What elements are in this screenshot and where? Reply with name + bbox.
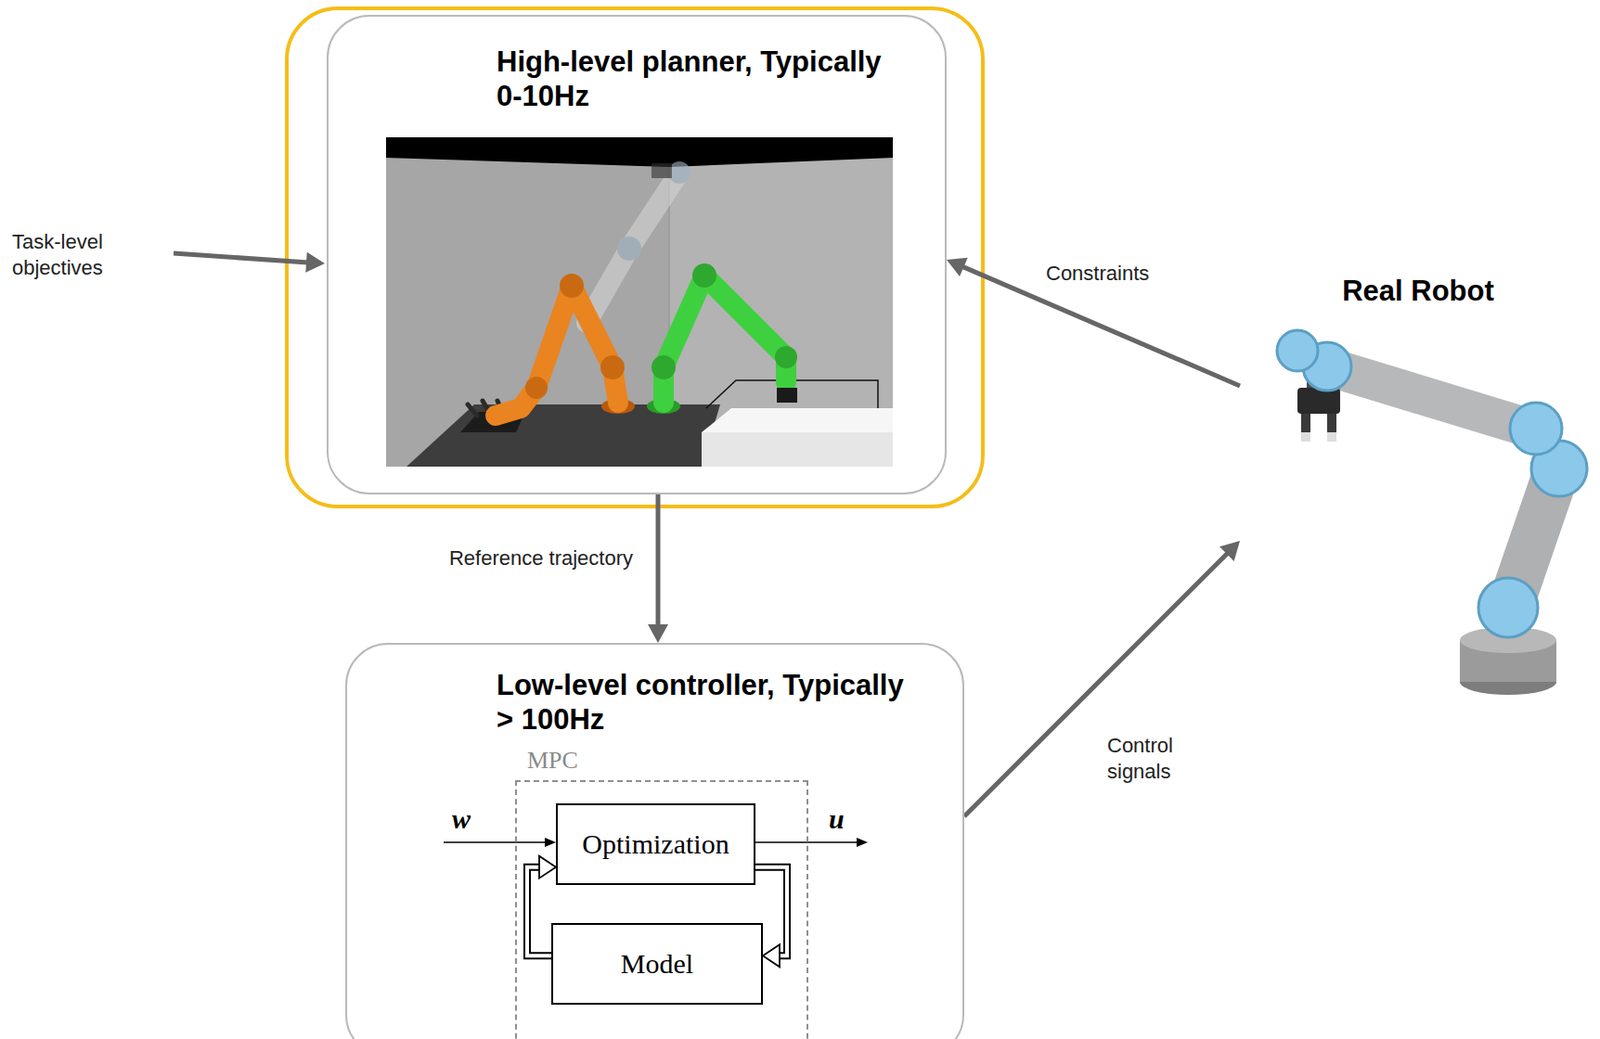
simulation-render bbox=[386, 137, 893, 467]
ghost-arm-links bbox=[586, 172, 680, 323]
input-note: Task-level objectives bbox=[12, 229, 152, 281]
robot-joint-cap bbox=[1277, 330, 1318, 372]
objectives-arrow bbox=[173, 252, 325, 273]
objectives-arrow-head bbox=[305, 252, 325, 273]
robot-gripper bbox=[1297, 387, 1341, 414]
robot-joint-cap bbox=[1509, 402, 1562, 455]
robot-joint-cap bbox=[1478, 578, 1538, 638]
edge-label: Reference trajectory bbox=[352, 545, 633, 572]
sim-table-front bbox=[701, 432, 893, 467]
output-signal-arrow bbox=[755, 838, 868, 848]
sim-orange-arm bbox=[495, 273, 635, 416]
signal-name: u bbox=[828, 803, 866, 835]
planner-box: High-level planner, Typically 0-10Hz bbox=[326, 14, 947, 495]
input-signal-line bbox=[443, 841, 547, 844]
arrow-head bbox=[647, 624, 669, 644]
connector-line bbox=[527, 867, 552, 957]
sim-ghost-arm bbox=[586, 161, 691, 323]
robot-node: Real Robot bbox=[1239, 331, 1597, 715]
box-title: High-level planner, Typically 0-10Hz bbox=[496, 44, 905, 114]
sim-wall-left bbox=[386, 137, 893, 467]
sim-ceiling bbox=[386, 137, 893, 168]
green-arm-links bbox=[663, 275, 787, 403]
label-holder: w bbox=[451, 803, 490, 835]
sim-hand-finger bbox=[467, 404, 478, 416]
connector-line bbox=[755, 867, 788, 957]
orange-arm-joint bbox=[600, 355, 625, 380]
controller-box: Low-level controller, Typically > 100HzM… bbox=[345, 643, 965, 1039]
box-title: Low-level controller, Typically > 100Hz bbox=[496, 668, 924, 737]
arrow-head bbox=[1219, 541, 1240, 562]
objectives-arrow-line bbox=[173, 253, 309, 263]
green-arm-joint bbox=[692, 263, 717, 288]
label-holder: u bbox=[828, 803, 866, 835]
sim-table-top bbox=[701, 408, 893, 433]
edge-label-holder: Reference trajectory bbox=[352, 545, 633, 572]
output-signal-head bbox=[856, 838, 868, 848]
orange-arm-links bbox=[495, 285, 619, 416]
sim-floor bbox=[406, 404, 721, 467]
ghost-arm-gripper bbox=[651, 163, 672, 179]
flow-arrow bbox=[964, 541, 1240, 817]
arrow-head bbox=[762, 944, 780, 968]
flow-arrow bbox=[946, 258, 1240, 387]
double-line-arrow bbox=[755, 867, 788, 968]
connector-line bbox=[964, 553, 1228, 817]
green-arm-joint bbox=[774, 346, 798, 369]
edge-label-holder: Constraints bbox=[1045, 260, 1232, 287]
mpc-dashed-box: MPCOptimizationModel bbox=[515, 780, 809, 1039]
robot-forearm bbox=[1327, 366, 1541, 432]
orange-arm-joint bbox=[525, 376, 548, 400]
robot-finger-tip bbox=[1301, 432, 1311, 442]
robot-finger-tip bbox=[1327, 432, 1337, 442]
connector-line bbox=[755, 867, 788, 957]
edge-label: Control signals bbox=[1107, 733, 1200, 785]
arrow-head bbox=[946, 258, 968, 277]
robot-gripper-finger bbox=[1301, 413, 1311, 442]
signal-name: w bbox=[451, 803, 490, 835]
connector-line bbox=[527, 867, 552, 957]
edge-label: Constraints bbox=[1045, 260, 1232, 287]
robot-title: Real Robot bbox=[1239, 273, 1597, 309]
optimization-block: Optimization bbox=[555, 803, 756, 886]
robot-photo bbox=[1277, 330, 1588, 696]
ghost-arm-joint bbox=[617, 236, 642, 261]
input-signal-arrow bbox=[443, 838, 556, 848]
edge-label-holder: Control signals bbox=[1107, 733, 1200, 785]
robot-gripper-finger bbox=[1327, 413, 1337, 442]
flow-arrow bbox=[647, 494, 669, 644]
arrow-head bbox=[539, 856, 556, 879]
connector-line bbox=[656, 494, 661, 627]
sim-green-arm bbox=[646, 263, 798, 414]
block-label: Optimization bbox=[581, 827, 729, 862]
orange-arm-joint bbox=[559, 273, 584, 298]
input-signal-head bbox=[544, 838, 556, 848]
label-holder: Task-level objectives bbox=[12, 229, 152, 281]
highlight-outline bbox=[286, 8, 983, 507]
green-arm-gripper bbox=[776, 387, 798, 403]
green-arm-joint bbox=[651, 355, 676, 380]
mpc-label: MPC bbox=[527, 748, 579, 774]
model-block: Model bbox=[551, 923, 763, 1006]
block-label: Model bbox=[620, 947, 694, 981]
